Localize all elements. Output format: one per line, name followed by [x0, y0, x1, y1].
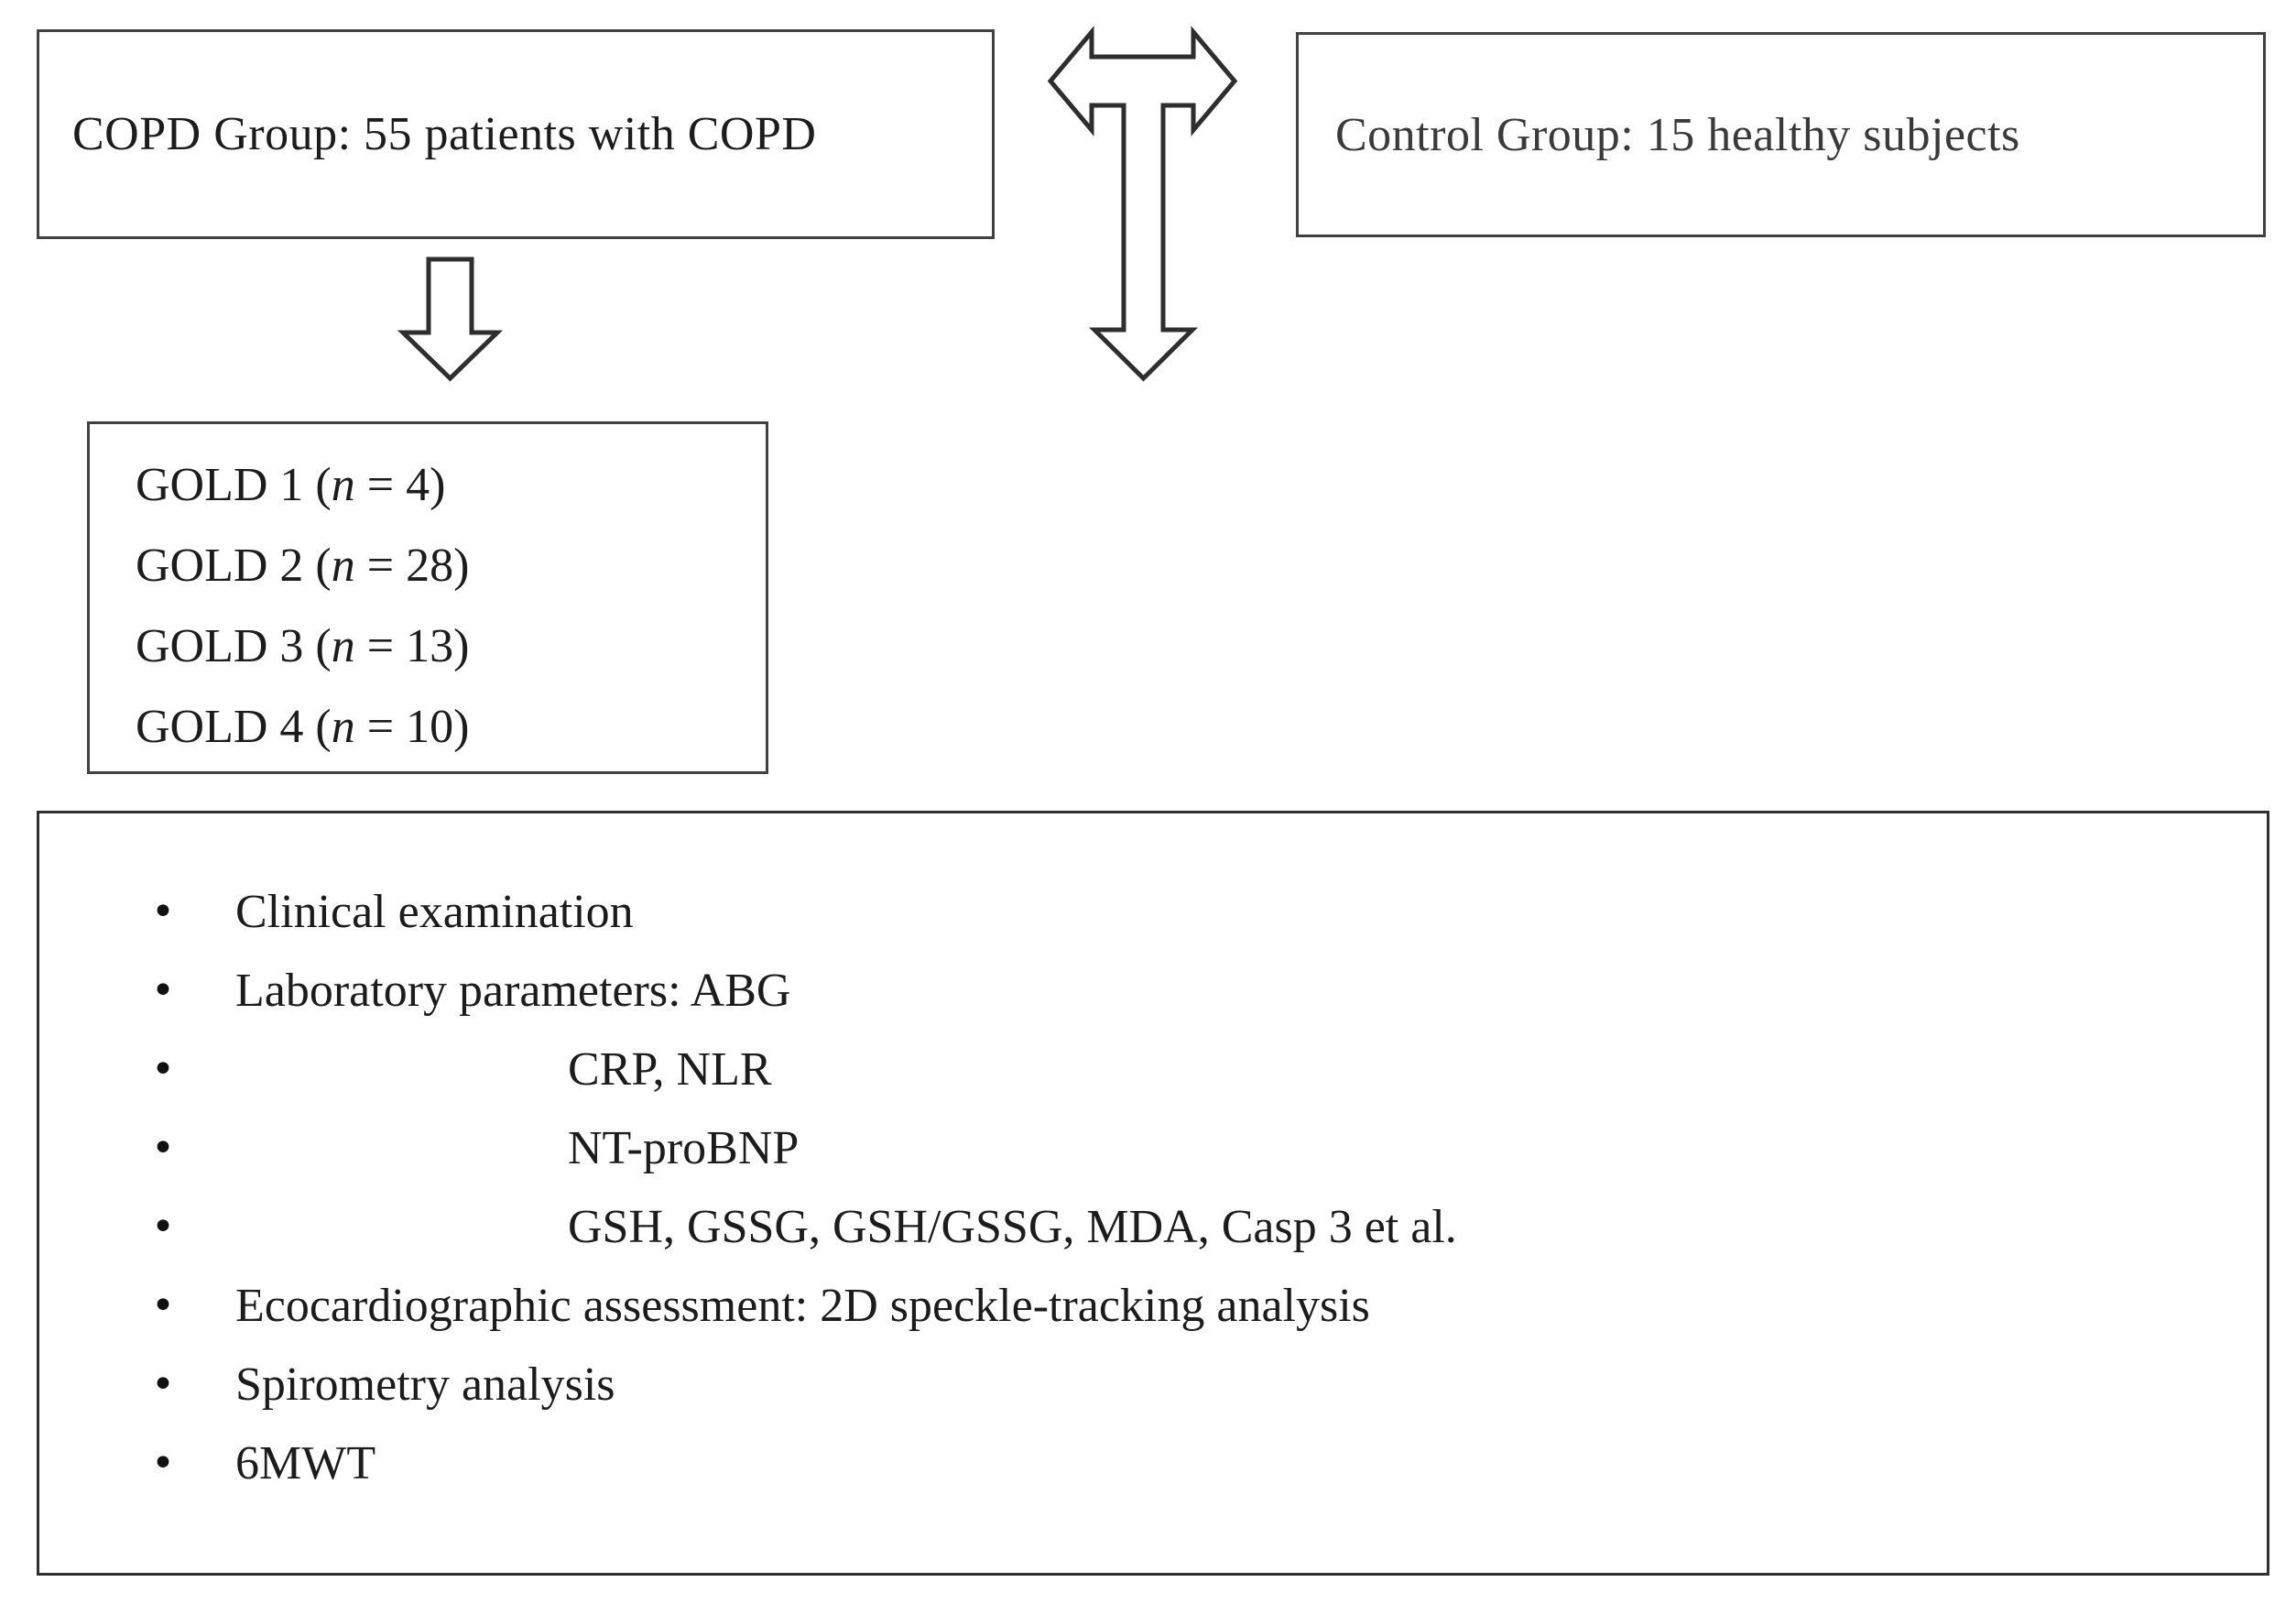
assessment-item: • NT-proBNP: [39, 1108, 2267, 1187]
bullet-icon: •: [151, 1203, 175, 1250]
gold-item: GOLD 3 (n = 13): [136, 606, 766, 686]
gold-item-n: n: [331, 700, 355, 753]
gold-item-value: = 13): [354, 619, 470, 672]
assessment-item: • 6MWT: [39, 1424, 2267, 1502]
control-group-label: Control Group: 15 healthy subjects: [1335, 108, 2020, 161]
assessment-item-label: CRP, NLR: [568, 1042, 772, 1096]
assessment-item: • Laboratory parameters: ABG: [39, 951, 2267, 1030]
gold-item-text: GOLD 1 (: [136, 458, 332, 511]
bullet-icon: •: [151, 888, 175, 935]
assessment-item-label: Spirometry analysis: [235, 1358, 615, 1411]
assessment-item-label: Clinical examination: [235, 885, 634, 938]
gold-item-value: = 10): [354, 700, 470, 753]
gold-item-n: n: [331, 458, 355, 511]
branch-arrow-icon: [1047, 26, 1238, 382]
assessment-box: • Clinical examination • Laboratory para…: [37, 811, 2269, 1576]
assessment-item: • Spirometry analysis: [39, 1345, 2267, 1424]
assessment-item-label: NT-proBNP: [568, 1121, 800, 1174]
bullet-icon: •: [151, 1282, 175, 1329]
assessment-item: • GSH, GSSG, GSH/GSSG, MDA, Casp 3 et al…: [39, 1187, 2267, 1266]
gold-item: GOLD 2 (n = 28): [136, 525, 766, 606]
gold-item-text: GOLD 4 (: [136, 700, 332, 753]
bullet-icon: •: [151, 1045, 175, 1093]
gold-item-value: = 28): [354, 539, 470, 592]
bullet-icon: •: [151, 1439, 175, 1487]
gold-item-text: GOLD 2 (: [136, 539, 332, 592]
bullet-icon: •: [151, 1124, 175, 1172]
assessment-item: • Clinical examination: [39, 872, 2267, 951]
copd-group-box: COPD Group: 55 patients with COPD: [37, 29, 995, 239]
gold-item-text: GOLD 3 (: [136, 619, 332, 672]
bullet-icon: •: [151, 966, 175, 1014]
copd-group-label: COPD Group: 55 patients with COPD: [72, 108, 817, 160]
gold-classification-box: GOLD 1 (n = 4) GOLD 2 (n = 28) GOLD 3 (n…: [87, 421, 768, 774]
assessment-item: • CRP, NLR: [39, 1030, 2267, 1108]
assessment-item-label: 6MWT: [235, 1436, 376, 1489]
gold-item-n: n: [331, 619, 355, 672]
down-arrow-icon: [397, 256, 504, 382]
gold-item-value: = 4): [354, 458, 446, 511]
control-group-box: Control Group: 15 healthy subjects: [1296, 32, 2266, 237]
assessment-item-label: Ecocardiographic assessment: 2D speckle-…: [235, 1279, 1370, 1332]
gold-item-n: n: [331, 539, 355, 592]
gold-item: GOLD 1 (n = 4): [136, 444, 766, 525]
bullet-icon: •: [151, 1360, 175, 1408]
gold-item: GOLD 4 (n = 10): [136, 686, 766, 767]
assessment-item-label: Laboratory parameters: ABG: [235, 964, 791, 1017]
assessment-item: • Ecocardiographic assessment: 2D speckl…: [39, 1266, 2267, 1345]
assessment-item-label: GSH, GSSG, GSH/GSSG, MDA, Casp 3 et al.: [568, 1200, 1457, 1253]
